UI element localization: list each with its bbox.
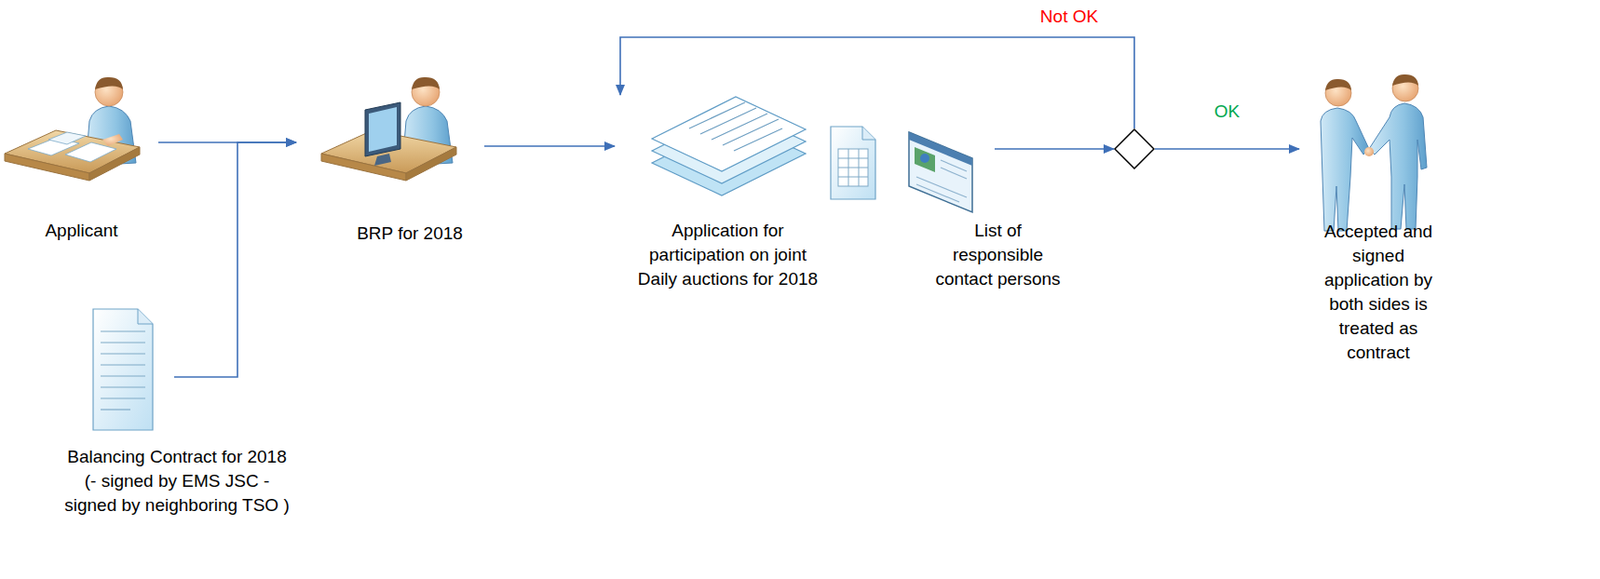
brp-icon	[321, 77, 457, 181]
node-label: Applicant	[0, 218, 168, 244]
spreadsheet-icon	[830, 126, 876, 200]
document-stack-icon	[651, 96, 806, 196]
flow-arrow	[174, 142, 297, 378]
flow-arrow	[994, 148, 1114, 150]
applicant-icon	[4, 77, 140, 181]
node-label: Accepted and signed application by both …	[1313, 219, 1444, 366]
node-label: BRP for 2018	[335, 221, 485, 246]
flow-arrow	[620, 37, 1135, 129]
actor-node: Applicant	[4, 79, 159, 187]
actor-node: BRP for 2018	[296, 79, 485, 187]
node-label: Application for participation on joint D…	[632, 218, 824, 292]
document-node: List of responsible contact persons	[903, 121, 995, 210]
decision-diamond	[1113, 128, 1155, 170]
web-page-icon	[908, 132, 973, 213]
document-node: Application for participation on joint D…	[614, 93, 815, 201]
diamond-outline	[1113, 128, 1155, 170]
actor-node: Accepted and signed application by both …	[1299, 79, 1439, 233]
handshake-icon	[1320, 74, 1427, 231]
contract-document-icon	[93, 309, 153, 431]
node-label: List of responsible contact persons	[930, 218, 1066, 292]
document-node: Balancing Contract for 2018 (- signed by…	[88, 307, 175, 434]
node-label: Balancing Contract for 2018 (- signed by…	[61, 445, 293, 518]
edge-label: Not OK	[1037, 5, 1101, 28]
flow-arrow	[1154, 148, 1300, 150]
flow-arrow	[484, 145, 615, 148]
edge-label: OK	[1211, 100, 1243, 123]
